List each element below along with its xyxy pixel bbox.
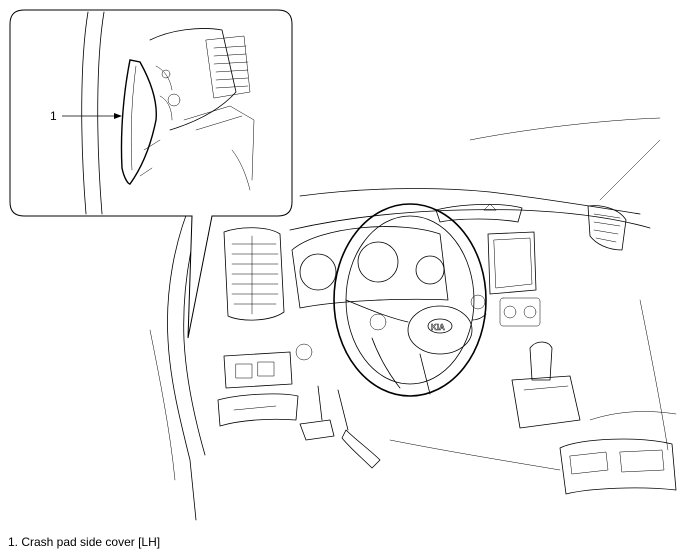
callout-frame xyxy=(9,9,293,339)
cluster-hood xyxy=(291,226,449,309)
dashboard-diagram: KIA xyxy=(9,9,677,521)
right-air-vent xyxy=(587,205,627,251)
left-air-vent xyxy=(223,227,285,321)
dashboard-illustration: KIA xyxy=(149,117,677,521)
center-console xyxy=(559,411,677,495)
callout-number-1: 1 xyxy=(50,109,57,123)
windshield-edge xyxy=(299,188,641,215)
svg-text:KIA: KIA xyxy=(431,323,445,332)
figure-caption: 1. Crash pad side cover [LH] xyxy=(8,535,161,549)
pedals xyxy=(299,385,381,469)
steering-wheel: KIA xyxy=(333,203,487,397)
gear-shifter xyxy=(511,341,581,429)
lower-dash-left xyxy=(217,343,313,427)
center-stack xyxy=(435,203,541,327)
crash-pad-side-cover xyxy=(120,59,157,185)
detail-callout: 1 xyxy=(9,9,293,339)
a-pillar xyxy=(167,199,197,521)
